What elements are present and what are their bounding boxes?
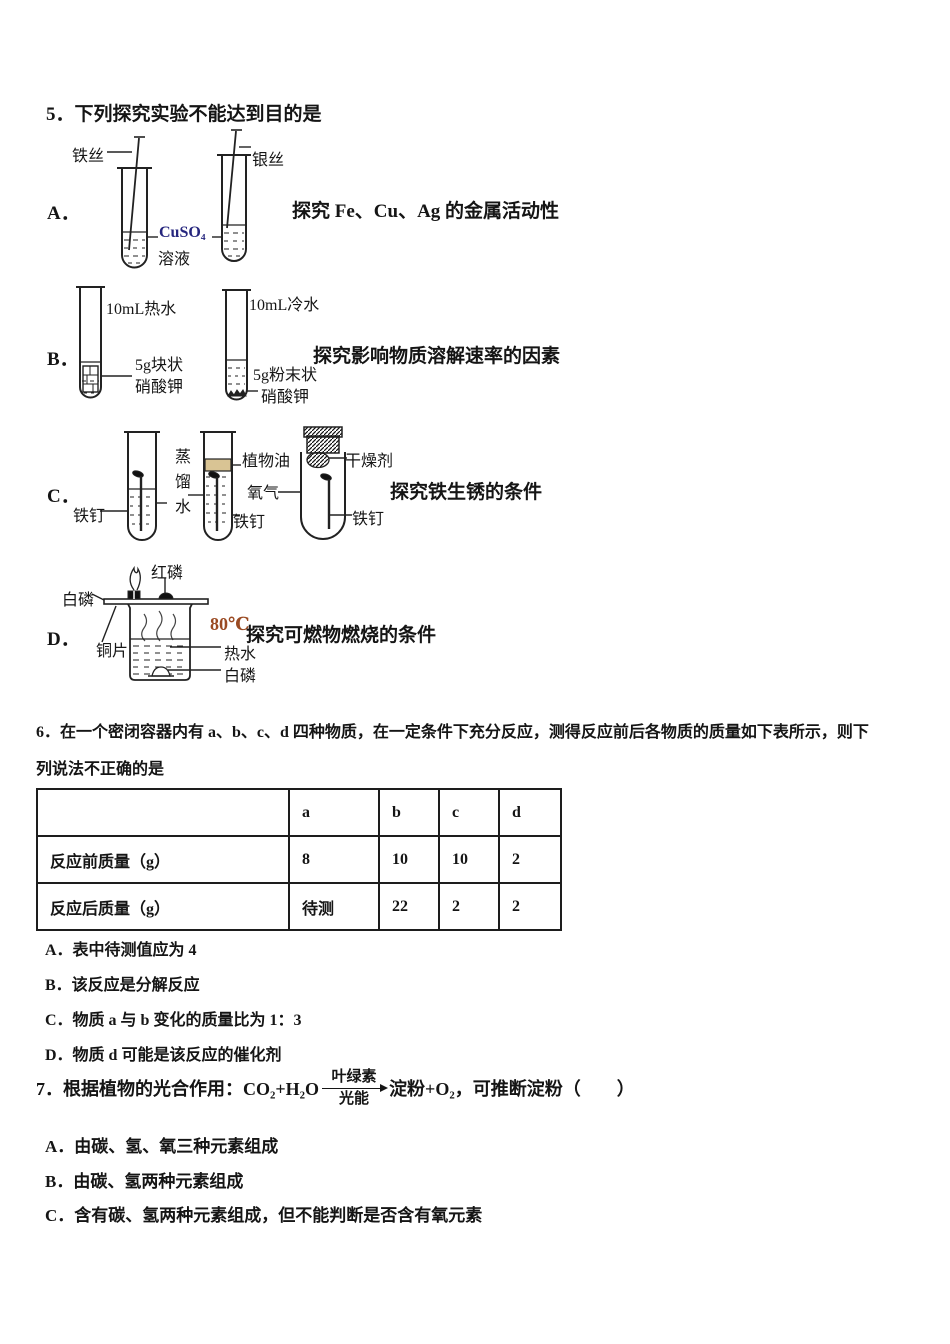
q7-option-c: C．含有碳、氢两种元素组成，但不能判断是否含有氧元素 [45,1206,483,1225]
iron-nail-label-2: 铁钉 [233,514,266,531]
cell: 10 [378,835,440,884]
test-tube [221,155,247,262]
cell: 2 [498,835,562,884]
q7-stem-suffix: 淀粉+O₂，可推断淀粉（ ） [389,1079,635,1099]
rubber-stopper [306,435,340,454]
row-label: 反应前质量（g） [36,835,290,884]
q6-table-header-c: c [438,788,500,837]
desiccant-blob [306,451,330,469]
test-tube [225,290,248,401]
test-tube [300,452,346,540]
table-row: 反应后质量（g） 待测 22 2 2 [36,882,562,931]
oxygen-label: 氧气 [247,485,280,502]
cold-water-label: 10mL冷水 [249,297,320,314]
cell: 待测 [288,882,380,931]
q6-stem-line1: 6．在一个密闭容器内有 a、b、c、d 四种物质，在一定条件下充分反应，测得反应… [36,724,869,741]
q5-option-d-diagram [91,565,221,681]
temperature-label: 80℃ [210,614,250,634]
test-tube [121,168,148,269]
row-label: 反应后质量（g） [36,882,290,931]
q7-stem-prefix: 7．根据植物的光合作用：CO₂+H₂O [36,1079,320,1099]
q6-stem-line2: 列说法不正确的是 [36,761,165,778]
white-phosphorus-bottom-label: 白磷 [224,668,257,685]
q7-stem: 7．根据植物的光合作用：CO₂+H₂O 叶绿素 光能 淀粉+O₂，可推断淀粉（ … [36,1064,635,1112]
block-kno3-label-2: 硝酸钾 [135,379,184,396]
silver-wire-label: 银丝 [252,152,285,169]
iron-nail [132,470,144,478]
q5-option-c-letter: C． [47,486,80,507]
q5-option-b-diagram [76,286,258,401]
q5-title: 5．下列探究实验不能达到目的是 [46,104,322,125]
q6-table-header-b: b [378,788,440,837]
oil-layer [204,458,232,472]
test-tube [79,287,102,399]
chlorophyll-label: 叶绿素 [331,1068,377,1085]
q7-option-a: A．由碳、氢、氧三种元素组成 [45,1137,279,1156]
solution-label: 溶液 [158,251,191,268]
rubber-stopper [303,426,343,438]
cuso4-label: CuSO₄ [159,224,206,241]
cell: 10 [438,835,500,884]
q6-option-a: A．表中待测值应为 4 [45,942,197,959]
q5-option-b-letter: B． [47,349,79,370]
q5-option-d-caption: 探究可燃物燃烧的条件 [246,625,437,646]
q6-option-d: D．物质 d 可能是该反应的催化剂 [45,1047,282,1064]
white-phosphorus-underwater [151,666,171,677]
desiccant-label: 干燥剂 [345,453,394,470]
q5-option-c-diagram [100,426,352,541]
powder-kno3-label-2: 硝酸钾 [261,389,310,406]
vegetable-oil-label: 植物油 [242,453,291,470]
test-tube [203,432,233,541]
table-header-row: a b c d [36,788,562,837]
q5-option-b-caption: 探究影响物质溶解速率的因素 [313,346,561,367]
iron-wire [128,137,140,251]
beaker [127,603,193,681]
red-phosphorus-label: 红磷 [151,565,184,582]
q5-option-c-caption: 探究铁生锈的条件 [390,482,543,503]
cell: 2 [498,882,562,931]
hot-water-label: 10mL热水 [106,301,177,318]
table-row: 反应前质量（g） 8 10 10 2 [36,835,562,884]
copper-sheet-label: 铜片 [96,643,129,660]
q5-option-a-letter: A． [47,203,80,224]
q6-table: a b c d 反应前质量（g） 8 10 10 2 反应后质量（g） 待测 2… [36,788,562,931]
iron-wire-label: 铁丝 [72,148,105,165]
distilled-water-label: 蒸馏水 [172,448,189,523]
reaction-arrow-icon [322,1084,389,1092]
reaction-condition-block: 叶绿素 光能 [322,1068,389,1108]
q6-option-b: B．该反应是分解反应 [45,977,200,994]
red-phosphorus-mound [158,592,174,600]
iron-nail [208,471,220,479]
hot-water-label-d: 热水 [224,646,257,663]
iron-nail-label-1: 铁钉 [73,508,106,525]
q6-option-c: C．物质 a 与 b 变化的质量比为 1：3 [45,1012,302,1029]
flame-icon [129,565,141,591]
silver-wire [226,130,237,229]
block-kno3-label-1: 5g块状 [135,357,184,374]
white-phosphorus-top-label: 白磷 [62,592,95,609]
powder-kno3-label-1: 5g粉末状 [253,367,318,384]
kno3-powder [227,389,247,397]
q7-option-b: B．由碳、氢两种元素组成 [45,1172,244,1191]
q6-table-corner-cell [36,788,290,837]
q5-option-a-diagram [107,129,251,269]
copper-sheet [103,598,209,605]
iron-nail [320,473,332,481]
iron-nail-label-3: 铁钉 [352,511,385,528]
q6-table-header-d: d [498,788,562,837]
q6-table-header-a: a [288,788,380,837]
test-tube [127,432,157,541]
light-energy-label: 光能 [339,1090,370,1107]
cell: 8 [288,835,380,884]
q5-option-a-caption: 探究 Fe、Cu、Ag 的金属活动性 [292,201,560,222]
q5-option-d-letter: D． [47,629,80,650]
cell: 2 [438,882,500,931]
cell: 22 [378,882,440,931]
